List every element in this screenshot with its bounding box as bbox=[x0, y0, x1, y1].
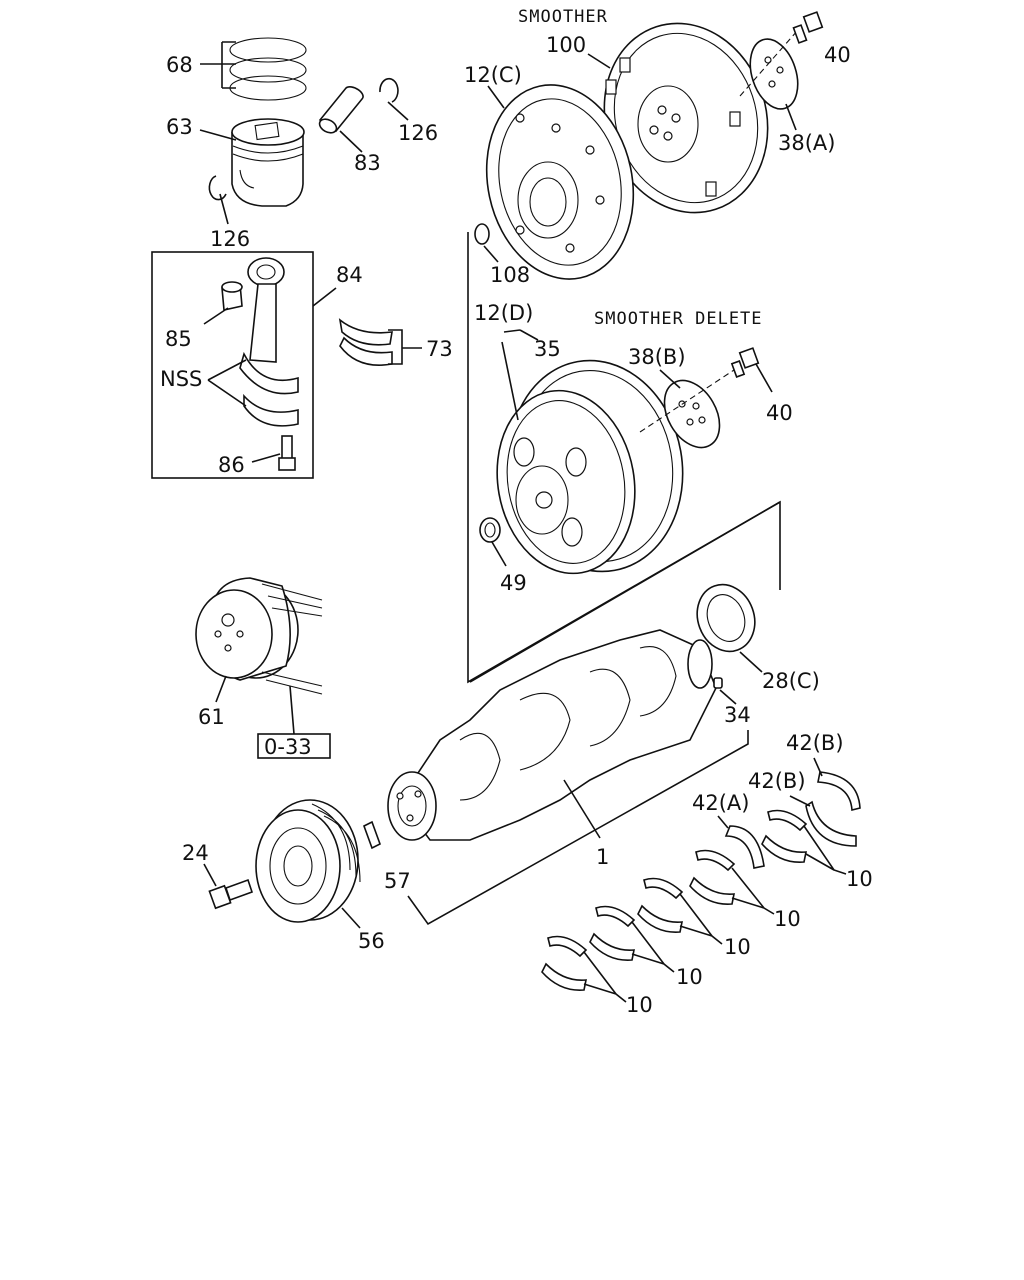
main-bearings bbox=[541, 809, 808, 991]
piston-rings bbox=[229, 37, 307, 101]
connecting-rod bbox=[239, 257, 299, 427]
label-1: 1 bbox=[596, 845, 609, 869]
header-smoother-delete: SMOOTHER DELETE bbox=[594, 309, 763, 329]
label-42a: 42(A) bbox=[692, 791, 749, 815]
label-57: 57 bbox=[384, 869, 411, 893]
label-42b-upper: 42(B) bbox=[786, 731, 844, 755]
label-68: 68 bbox=[166, 53, 193, 77]
label-100: 100 bbox=[546, 33, 586, 57]
thrust-washer-42b-lower bbox=[805, 800, 857, 847]
pin-57 bbox=[363, 820, 381, 850]
plate-38a bbox=[749, 38, 799, 110]
label-63: 63 bbox=[166, 115, 193, 139]
label-42b-lower: 42(B) bbox=[748, 769, 806, 793]
pulley-61 bbox=[195, 577, 323, 695]
rod-bearing-shells bbox=[338, 318, 393, 366]
label-61: 61 bbox=[198, 705, 225, 729]
plate-38b bbox=[663, 379, 721, 449]
label-10-a: 10 bbox=[846, 867, 873, 891]
piston-pin bbox=[318, 86, 364, 134]
label-10-d: 10 bbox=[676, 965, 703, 989]
bolt-40-upper bbox=[792, 11, 824, 44]
thrust-washer-42b-upper bbox=[817, 771, 861, 812]
seal-108 bbox=[474, 223, 490, 245]
label-10-b: 10 bbox=[774, 907, 801, 931]
label-49: 49 bbox=[500, 571, 527, 595]
thrust-washer-42a bbox=[724, 825, 765, 869]
header-smoother: SMOOTHER bbox=[518, 7, 608, 27]
rod-bolt bbox=[278, 435, 296, 471]
sprocket-28c bbox=[696, 583, 756, 653]
ref-box-label: 0-33 bbox=[264, 735, 312, 759]
label-12d: 12(D) bbox=[474, 301, 533, 325]
label-83: 83 bbox=[354, 151, 381, 175]
label-24: 24 bbox=[182, 841, 209, 865]
label-10-c: 10 bbox=[724, 935, 751, 959]
label-38b: 38(B) bbox=[628, 345, 686, 369]
label-nss: NSS bbox=[160, 367, 202, 391]
label-84: 84 bbox=[336, 263, 363, 287]
pilot-bearing-49 bbox=[479, 517, 501, 543]
label-38a: 38(A) bbox=[778, 131, 835, 155]
label-85: 85 bbox=[165, 327, 192, 351]
flywheel-12d bbox=[496, 359, 684, 575]
label-108: 108 bbox=[490, 263, 530, 287]
label-35: 35 bbox=[534, 337, 561, 361]
label-34: 34 bbox=[724, 703, 751, 727]
label-12c: 12(C) bbox=[464, 63, 522, 87]
crank-pulley-56 bbox=[255, 799, 361, 923]
piston bbox=[231, 118, 305, 207]
label-10-e: 10 bbox=[626, 993, 653, 1017]
label-40-lower: 40 bbox=[766, 401, 793, 425]
label-126-upper: 126 bbox=[398, 121, 438, 145]
snap-ring-lower bbox=[208, 175, 227, 201]
bolt-40-lower bbox=[730, 347, 760, 378]
label-56: 56 bbox=[358, 929, 385, 953]
label-86: 86 bbox=[218, 453, 245, 477]
rod-bushing bbox=[221, 281, 243, 311]
flexplate-12c bbox=[485, 84, 635, 280]
snap-ring-upper bbox=[379, 77, 399, 103]
bolt-24 bbox=[208, 878, 254, 910]
label-28c: 28(C) bbox=[762, 669, 820, 693]
label-126-lower: 126 bbox=[210, 227, 250, 251]
label-40-upper: 40 bbox=[824, 43, 851, 67]
crankshaft bbox=[387, 629, 717, 841]
ref-box-0-33 bbox=[257, 733, 331, 759]
key-34 bbox=[713, 677, 723, 689]
label-73: 73 bbox=[426, 337, 453, 361]
connecting-rod-box bbox=[151, 251, 314, 479]
